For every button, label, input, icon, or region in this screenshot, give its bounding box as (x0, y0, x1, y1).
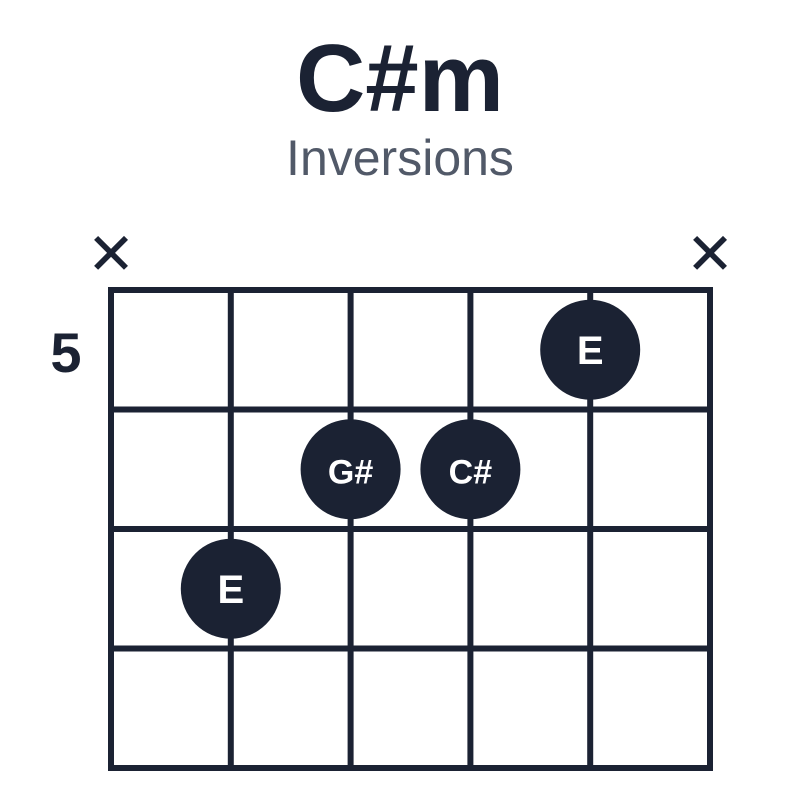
string-markers: ✕✕ (87, 220, 735, 288)
note-label: G# (328, 453, 373, 491)
chord-subtitle: Inversions (286, 130, 514, 186)
note-dot (180, 538, 281, 639)
note-label: E (577, 329, 604, 373)
start-fret-number: 5 (50, 321, 81, 384)
chord-title: C#m (295, 25, 505, 132)
note-label: C# (449, 453, 493, 491)
note-dot (540, 299, 641, 400)
note-label: E (217, 568, 244, 612)
note-dot (420, 419, 521, 520)
muted-string-icon: ✕ (87, 220, 136, 288)
note-dot (300, 419, 401, 520)
note-dots: E G# C# E (180, 299, 641, 639)
muted-string-icon: ✕ (686, 220, 735, 288)
